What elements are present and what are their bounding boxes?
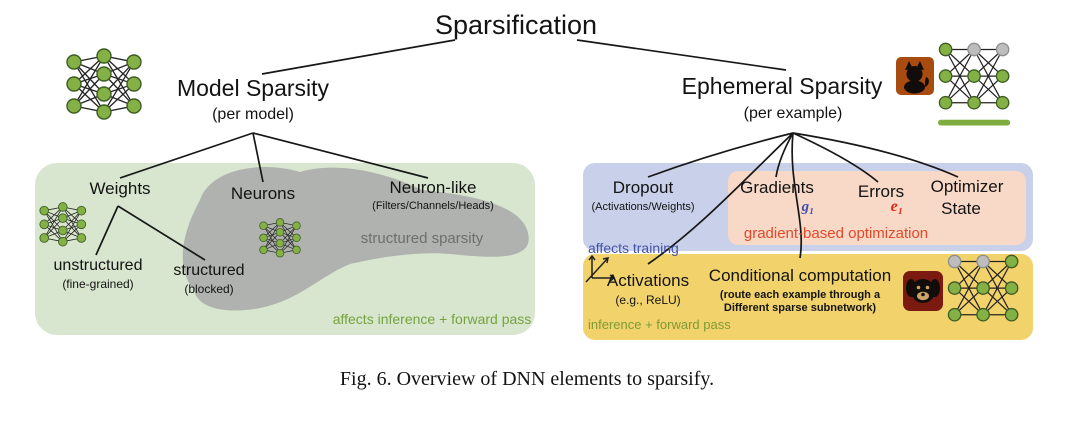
pruned-network-icon: [938, 42, 1011, 126]
neuron-like-sublabel: (Filters/Channels/Heads): [372, 200, 494, 212]
gradients-symbol: g₁: [801, 199, 815, 215]
dropout-label: Dropout: [612, 178, 674, 197]
conditional-computation-subline1: (route each example through a: [719, 289, 881, 301]
weights-label: Weights: [89, 179, 151, 198]
model-sparsity-heading: Model Sparsity: [176, 75, 330, 101]
gradient-based-note: gradient-based optimization: [743, 225, 929, 242]
cat-icon: [896, 57, 934, 95]
pruned-network-icon: [947, 254, 1019, 322]
ephemeral-sparsity-subheading: (per example): [743, 105, 843, 122]
neurons-label: Neurons: [230, 184, 296, 203]
neural-network-icon: [66, 48, 142, 120]
structured-label: structured: [173, 262, 245, 279]
dog-icon: [903, 271, 943, 311]
unstructured-label: unstructured: [53, 257, 143, 274]
optimizer-state-label: State: [941, 199, 981, 218]
ephemeral-footer-note: inference + forward pass: [588, 317, 731, 332]
conditional-computation-label: Conditional computation: [708, 266, 892, 285]
optimizer-label: Optimizer: [930, 177, 1004, 196]
gradients-label: Gradients: [740, 178, 814, 197]
model-footer-note: affects inference + forward pass: [332, 311, 532, 327]
activations-label: Activations: [606, 271, 690, 290]
figure-caption: Fig. 6. Overview of DNN elements to spar…: [339, 368, 715, 390]
activations-sublabel: (e.g., ReLU): [615, 293, 681, 307]
dropout-sublabel: (Activations/Weights): [591, 201, 695, 213]
ephemeral-sparsity-heading: Ephemeral Sparsity: [681, 73, 883, 99]
structured-sublabel: (blocked): [184, 282, 234, 296]
errors-symbol: e₁: [890, 198, 904, 215]
errors-label: Errors: [857, 182, 905, 201]
relu-plot-icon: [585, 254, 616, 283]
neuron-like-label: Neuron-like: [389, 178, 477, 197]
affects-training-note: affects training: [588, 240, 679, 256]
figure-title: Sparsification: [434, 10, 598, 40]
tree-edges: [95, 39, 959, 265]
structured-sparsity-blob: [182, 167, 529, 311]
gradient-optimization-panel: [728, 171, 1026, 245]
structured-sparsity-note: structured sparsity: [360, 230, 484, 247]
unstructured-sublabel: (fine-grained): [62, 277, 134, 291]
model-sparsity-subheading: (per model): [212, 106, 294, 123]
conditional-computation-subline2: Different sparse subnetwork): [723, 302, 877, 314]
